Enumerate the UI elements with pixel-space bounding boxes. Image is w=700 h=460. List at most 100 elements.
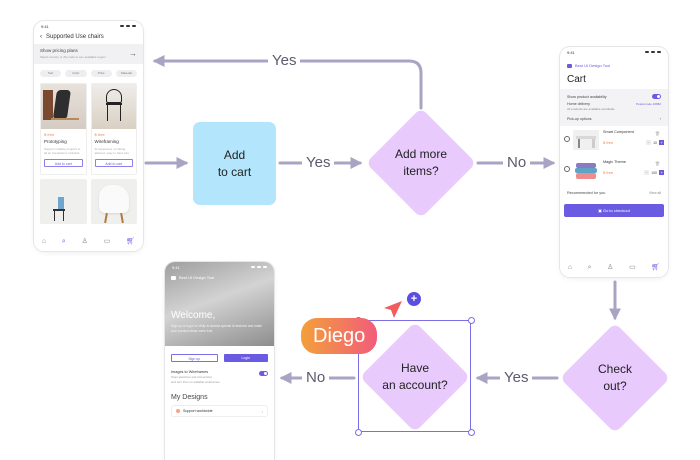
checkout-button[interactable]: ▣ Go to checkout xyxy=(564,204,664,217)
cart-icon[interactable]: 🛒︎ xyxy=(651,263,661,271)
resize-handle-bottom-left[interactable] xyxy=(354,428,362,436)
quantity-stepper[interactable]: − 10 + xyxy=(646,140,664,145)
node-add-to-cart[interactable]: Add to cart xyxy=(193,122,276,205)
chip-color[interactable]: Color xyxy=(65,70,87,77)
resize-handle-top-right[interactable] xyxy=(467,316,475,324)
pickup-label[interactable]: Pick-up options xyxy=(567,116,592,121)
node-add-more-line2: items? xyxy=(403,164,439,178)
decrement-button[interactable]: − xyxy=(644,170,650,175)
profile-icon[interactable]: ♙ xyxy=(81,237,88,245)
product-price: $ free xyxy=(44,132,55,137)
status-time: 9:41 xyxy=(172,264,180,270)
product-image-blue-chair[interactable] xyxy=(40,179,87,224)
add-to-cart-button[interactable]: Add to cart xyxy=(94,159,133,167)
brand: Best UI Design Tool xyxy=(165,272,274,283)
location-pin-icon xyxy=(176,409,180,413)
cart-icon[interactable]: 🛒︎ xyxy=(126,237,136,245)
chevron-right-icon[interactable]: › xyxy=(659,116,661,121)
status-time: 9:41 xyxy=(41,23,49,29)
item-price: $ free xyxy=(603,170,614,175)
feature-desc-1: Scan sketches and screenshot xyxy=(171,375,212,379)
home-icon[interactable]: ⌂ xyxy=(567,263,573,271)
node-add-to-cart-line2: to cart xyxy=(217,164,252,179)
feature-row: Images to Wireframes Scan sketches and s… xyxy=(165,366,274,389)
node-check-out[interactable]: Check out? xyxy=(559,322,671,434)
hero-banner: 9:41 Best UI Design Tool Welcome, Sign u… xyxy=(165,262,274,346)
status-icons xyxy=(645,50,661,54)
delivery-note: All products are available worldwide xyxy=(567,107,615,111)
status-bar: 9:41 xyxy=(560,47,668,57)
node-have-account[interactable]: Have an account? xyxy=(359,321,471,433)
feature-toggle[interactable] xyxy=(259,371,268,376)
collaborator-name-tag: Diego xyxy=(301,318,378,354)
pricing-title: Show pricing plans xyxy=(40,48,78,53)
back-icon[interactable]: ‹ xyxy=(40,34,42,40)
home-icon[interactable]: ⌂ xyxy=(41,237,47,245)
cart-item: Magic Theme $ free − 100 + 🗑︎ xyxy=(560,156,668,186)
chip-price[interactable]: Price xyxy=(90,70,112,77)
edge-label-checkout-yes: Yes xyxy=(500,369,533,387)
product-card[interactable]: $ free Prototyping Support multiple proj… xyxy=(40,83,87,175)
edge-label-cart-no: No xyxy=(503,154,531,172)
brand: Best UI Design Tool xyxy=(560,57,668,68)
page-title: Cart xyxy=(567,74,586,85)
login-button[interactable]: Login xyxy=(223,354,268,362)
node-add-more-line1: Add more xyxy=(394,147,448,161)
chip-material[interactable]: Material xyxy=(115,70,137,77)
welcome-subtitle: Sign up or log in to Visily to access sp… xyxy=(171,324,263,333)
screen-cart[interactable]: 9:41 Best UI Design Tool Cart Show produ… xyxy=(560,47,668,277)
status-icons xyxy=(251,265,267,269)
product-desc: Support multiple projects to all an inte… xyxy=(44,147,81,155)
screen-catalog[interactable]: 9:41 ‹ Supported Use chairs Show pricing… xyxy=(34,21,143,251)
decrement-button[interactable]: − xyxy=(646,140,652,145)
search-icon[interactable]: ⌕ xyxy=(61,237,66,245)
node-add-more-items[interactable]: Add more items? xyxy=(365,107,477,219)
arrow-right-icon[interactable]: → xyxy=(129,49,137,58)
quantity-stepper[interactable]: − 100 + xyxy=(644,170,664,175)
profile-icon[interactable]: ♙ xyxy=(607,263,614,271)
edge-label-account-no: No xyxy=(302,369,330,387)
item-price: $ free xyxy=(603,140,614,145)
quantity-value: 10 xyxy=(653,140,657,145)
product-image-white-chair[interactable] xyxy=(90,179,137,224)
cart-options: Show product availability Home delivery … xyxy=(560,89,668,126)
recommended-label: Recommended for you xyxy=(567,191,606,195)
status-icons xyxy=(120,24,136,28)
delete-icon[interactable]: 🗑︎ xyxy=(654,131,660,136)
chevron-right-icon: › xyxy=(261,408,263,414)
postal-code-link[interactable]: Postal code 10682 xyxy=(636,102,661,106)
screen-title: Supported Use chairs xyxy=(46,34,104,40)
checkout-label: Go to checkout xyxy=(602,208,630,213)
checkout-icon: ▣ xyxy=(598,208,603,213)
node-add-to-cart-line1: Add xyxy=(223,147,246,162)
brand-logo-icon xyxy=(567,63,572,68)
product-grid-row-2 xyxy=(34,175,143,228)
delete-icon[interactable]: 🗑︎ xyxy=(654,161,660,166)
add-node-button[interactable]: + xyxy=(407,292,421,306)
resize-handle-bottom-right[interactable] xyxy=(467,428,475,436)
item-name: Magic Theme xyxy=(603,160,626,164)
feature-desc-2: and turn them to editable wireframes xyxy=(171,380,220,384)
recommended-row: Recommended for you View all xyxy=(560,186,668,200)
availability-toggle[interactable] xyxy=(652,94,661,99)
screen-welcome[interactable]: 9:41 Best UI Design Tool Welcome, Sign u… xyxy=(165,262,274,460)
view-all-link[interactable]: View all xyxy=(649,191,661,195)
add-to-cart-button[interactable]: Add to cart xyxy=(44,159,83,167)
pricing-banner[interactable]: Show pricing plans Select country or Zip… xyxy=(34,44,143,64)
design-list-item[interactable]: Support worldwide › xyxy=(171,405,268,417)
bookmark-icon[interactable]: ▭ xyxy=(629,263,636,271)
pricing-subtitle: Select country or Zip code to see availa… xyxy=(40,55,106,59)
cart-item: Smart Component $ free − 10 + 🗑︎ xyxy=(560,126,668,156)
increment-button[interactable]: + xyxy=(659,170,664,175)
item-select-radio[interactable] xyxy=(564,166,570,172)
screen-header: ‹ Supported Use chairs xyxy=(34,31,143,44)
increment-button[interactable]: + xyxy=(659,140,664,145)
product-image-wire-chair xyxy=(91,84,136,129)
product-price: $ free xyxy=(94,132,105,137)
product-card[interactable]: $ free Wireframing AI supported, no sitt… xyxy=(90,83,137,175)
search-icon[interactable]: ⌕ xyxy=(587,263,592,271)
item-select-radio[interactable] xyxy=(564,136,570,142)
chip-sort[interactable]: Sort xyxy=(40,70,62,77)
bookmark-icon[interactable]: ▭ xyxy=(103,237,111,245)
signup-button[interactable]: Sign up xyxy=(171,354,218,362)
